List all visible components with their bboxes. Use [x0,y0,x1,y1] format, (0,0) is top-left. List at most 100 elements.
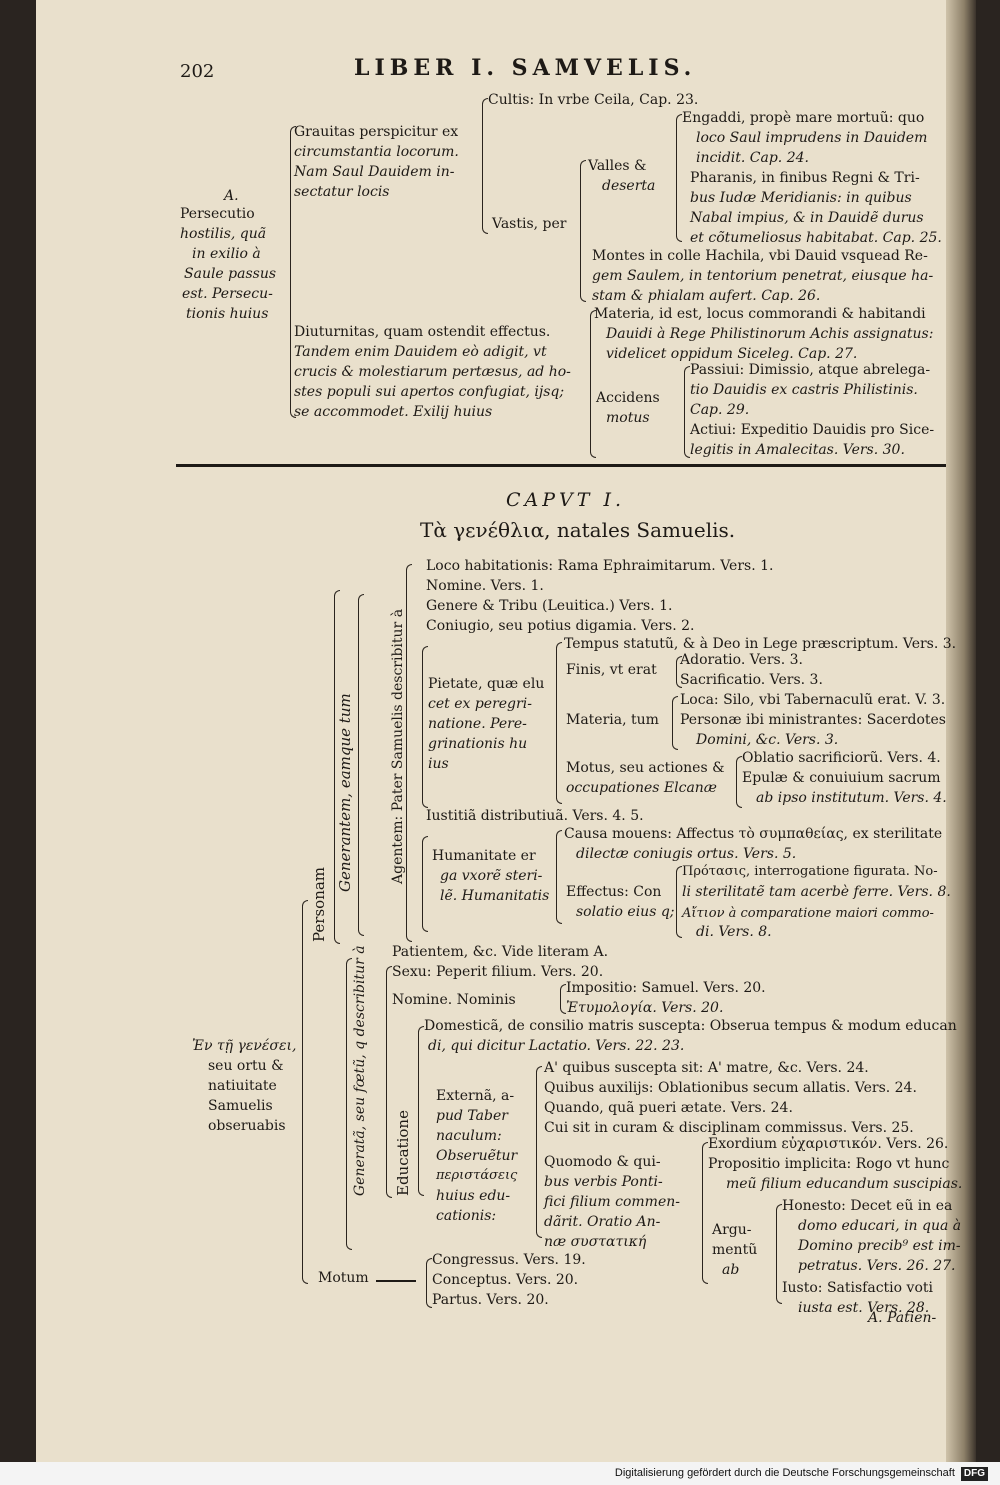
brace [676,114,682,242]
argumentum-line: ab [722,1262,740,1278]
engaddi-line: incidit. Cap. 24. [696,150,809,166]
brace [422,836,428,932]
actiui-line: legitis in Amalecitas. Vers. 30. [690,442,905,458]
causa-line: Causa mouens: Affectus τὸ συμπαθείας, ex… [564,826,943,842]
connector-dash [376,1280,416,1282]
brace [736,756,742,808]
aition-line: di. Vers. 8. [696,924,772,940]
pietate-line: Pietate, quæ elu [428,676,545,692]
propositio-line: Propositio implicita: Rogo vt hunc [708,1156,950,1172]
root-line: obseruabis [208,1118,286,1134]
externa-line: περιστάσεις [436,1168,518,1183]
humanitate-line: lẽ. Humanitatis [440,888,550,904]
passiui-line: tio Dauidis ex castris Philistinis. [690,382,918,398]
pietate-line: natione. Pere- [428,716,527,732]
brace [422,646,428,808]
quomodo-line: bus verbis Ponti- [544,1174,663,1190]
propositio-line: meũ filium educandum suscipias. [726,1176,963,1192]
pietate-line: ius [428,756,449,772]
epulae-line: Epulæ & conuiuium sacrum [742,770,941,786]
nomine-2: Nomine. Nominis [392,992,516,1008]
tempus: Tempus statutũ, & à Deo in Lege præscrip… [564,636,957,652]
quomodo-line: dãrit. Oratio An- [544,1214,661,1230]
engaddi-line: loco Saul imprudens in Dauidem [696,130,928,146]
sexu: Sexu: Peperit filium. Vers. 20. [392,964,604,980]
diuturnitas-line: stes populi sui apertos confugiat, ijsq; [294,384,565,400]
effectus-line: solatio eius q; [576,904,675,920]
epulae-line: ab ipso institutum. Vers. 4. [756,790,947,806]
book-spine [946,0,976,1462]
educatione-label: Educatione [394,1110,412,1196]
root-line: natiuitate [208,1078,277,1094]
externa-line: huius edu- [436,1188,511,1204]
brace [426,1258,432,1308]
pietate-line: cet ex peregri- [428,696,532,712]
brace [358,594,364,936]
domestica-line: di, qui dicitur Lactatio. Vers. 22. 23. [428,1038,685,1054]
brace [482,98,488,234]
motus-line: occupationes Elcanæ [566,780,717,796]
pharanis-line: Nabal impius, & in Dauidẽ durus [690,210,924,226]
brace [590,310,596,458]
personae-line: Domini, &c. Vers. 3. [696,732,839,748]
conceptus: Conceptus. Vers. 20. [432,1272,579,1288]
valles-line: Valles & [588,158,647,174]
quando: Quando, quã pueri ætate. Vers. 24. [544,1100,793,1116]
a-line: Persecutio [180,206,255,222]
causa-line: dilectæ coniugis ortus. Vers. 5. [576,846,797,862]
agentem-label: Agentem: Pater Samuelis describitur à [390,608,406,884]
personae-line: Personæ ibi ministrantes: Sacerdotes [680,712,946,728]
impositio: Impositio: Samuel. Vers. 20. [566,980,766,996]
coniugio: Coniugio, seu potius digamia. Vers. 2. [426,618,695,634]
montes-line: Montes in colle Hachila, vbi Dauid vsque… [592,248,928,264]
a-label: A. [224,188,239,204]
book-page: 202 LIBER I. SAMVELIS. A. Persecutio hos… [36,0,976,1462]
exordium: Exordium εὐχαριστικόν. Vers. 26. [708,1136,949,1152]
externa-line: naculum: [436,1128,502,1144]
quibus-auxiliis: Quibus auxilijs: Oblationibus secum alla… [544,1080,917,1096]
brace [556,830,562,924]
congressus: Congressus. Vers. 19. [432,1252,586,1268]
effectus-line: Effectus: Con [566,884,662,900]
diuturnitas-line: crucis & molestiarum pertæsus, ad ho- [294,364,571,380]
vastis: Vastis, per [492,216,567,232]
montes-line: stam & phialam aufert. Cap. 26. [592,288,821,304]
brace [556,642,562,804]
brace [418,1026,424,1196]
pietate-line: grinationis hu [428,736,528,752]
brace [290,126,296,418]
externa-line: cationis: [436,1208,497,1224]
brace [580,160,586,302]
adoratio: Adoratio. Vers. 3. [680,652,803,668]
a-line: hostilis, quã [180,226,267,242]
pharanis-line: bus Iudæ Meridianis: in quibus [690,190,912,206]
materia-line: Materia, id est, locus commorandi & habi… [594,306,926,322]
grauitas-line: Grauitas perspicitur ex [294,124,459,140]
root-line: Samuelis [208,1098,273,1114]
externa-line: Obseruẽtur [436,1148,518,1164]
page-number: 202 [180,61,215,82]
brace [676,656,682,688]
iusto-line: iusta est. Vers. 28. [798,1300,930,1316]
root-line: Ἐν τῇ γενέσει, [192,1038,297,1054]
brace [406,564,412,942]
humanitate-line: Humanitate er [432,848,536,864]
a-line: tionis huius [186,306,269,322]
footer-text: Digitalisierung gefördert durch die Deut… [614,1467,955,1479]
externa-line: pud Taber [436,1108,508,1124]
generata-label: Generatã, seu fœtũ, q describitur à [352,945,368,1196]
section-rule [176,464,946,467]
quomodo-line: fici filium commen- [544,1194,680,1210]
personam-label: Personam [310,866,328,942]
finis: Finis, vt erat [566,662,657,678]
dfg-logo: DFG [960,1467,988,1481]
loco: Loco habitationis: Rama Ephraimitarum. V… [426,558,774,574]
quomodo-line: Quomodo & qui- [544,1154,661,1170]
honesto-line: Domino precib⁹ est im- [798,1238,961,1254]
aition-line: Αἴτιον à comparatione maiori commo- [682,906,934,921]
motum: Motum [318,1270,369,1286]
honesto-line: Honesto: Decet eũ in ea [782,1198,953,1214]
genere: Genere & Tribu (Leuitica.) Vers. 1. [426,598,673,614]
partus: Partus. Vers. 20. [432,1292,549,1308]
accidens-line: Accidens [596,390,660,406]
